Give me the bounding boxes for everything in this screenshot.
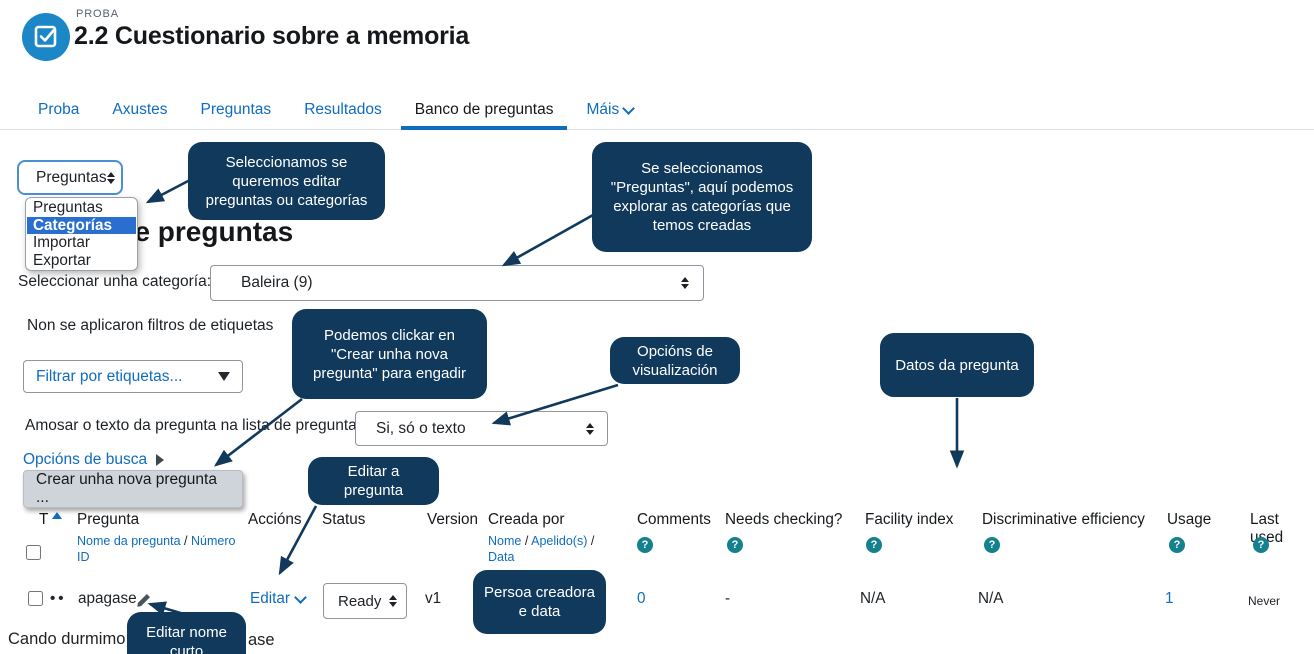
tag-filter-input[interactable]: Filtrar por etiquetas... [23, 360, 243, 393]
category-label: Seleccionar unha categoría: [18, 273, 212, 290]
search-options-link[interactable]: Opcións de busca [23, 451, 165, 469]
status-select-value: Ready [338, 592, 382, 610]
column-header-discriminative-efficiency: Discriminative efficiency [982, 511, 1145, 528]
facility-index-cell: N/A [860, 590, 886, 607]
callout-display-options: Opcións de visualización [610, 337, 740, 384]
menu-option-preguntas[interactable]: Preguntas [33, 199, 103, 216]
show-text-label: Amosar o texto da pregunta na lista de p… [25, 417, 365, 434]
tab-axustes[interactable]: Axustes [112, 101, 168, 118]
column-header-status: Status [322, 511, 366, 528]
show-text-select[interactable]: Si, só o texto [355, 411, 608, 446]
column-header-pregunta: Pregunta [77, 511, 140, 528]
chevron-down-icon [294, 591, 307, 604]
callout-question-data: Datos da pregunta [880, 333, 1034, 397]
pregunta-sort-links: Nome da pregunta / Número ID [77, 534, 236, 564]
page-title: 2.2 Cuestionario sobre a memoria [74, 22, 470, 50]
dropdown-arrow-icon [218, 372, 230, 381]
column-header-accions: Accións [248, 511, 302, 528]
status-select[interactable]: Ready [323, 583, 407, 619]
callout-categories: Se seleccionamos "Preguntas", aquí podem… [592, 142, 812, 252]
select-updown-icon [681, 277, 689, 289]
sort-by-name-link[interactable]: Nome da pregunta [77, 534, 181, 548]
edit-name-pencil-icon[interactable] [136, 591, 153, 608]
question-text-fragment: Cando durmimo [8, 630, 126, 648]
select-updown-icon [389, 595, 397, 607]
sort-by-date-link[interactable]: Data [488, 549, 515, 564]
last-used-cell: Never [1248, 594, 1281, 608]
select-all-checkbox[interactable] [26, 545, 41, 560]
discriminative-efficiency-cell: N/A [978, 590, 1004, 607]
help-icon[interactable]: ? [984, 537, 1000, 553]
create-question-button[interactable]: Crear unha nova pregunta ... [23, 470, 243, 508]
menu-option-categorias[interactable]: Categorías [27, 216, 136, 234]
help-icon[interactable]: ? [1169, 537, 1185, 553]
comments-count-link[interactable]: 0 [637, 590, 646, 607]
select-updown-icon [106, 171, 115, 184]
menu-option-importar[interactable]: Importar [33, 234, 90, 251]
callout-create-question: Podemos clickar en "Crear unha nova preg… [292, 309, 487, 399]
help-icon[interactable]: ? [637, 537, 653, 553]
callout-edit-short-name: Editar nome curto [127, 612, 246, 654]
tag-filter-placeholder: Filtrar por etiquetas... [36, 367, 183, 385]
needs-checking-cell: - [725, 590, 731, 607]
help-icon[interactable]: ? [866, 537, 882, 553]
tab-mais[interactable]: Máis [586, 91, 636, 129]
column-header-facility-index: Facility index [865, 511, 954, 528]
course-label: PROBA [76, 8, 119, 20]
help-icon[interactable]: ? [727, 537, 743, 553]
collapsed-arrow-icon [156, 454, 165, 466]
column-header-creada-por: Creada por [488, 511, 565, 528]
no-tag-filters-text: Non se aplicaron filtros de etiquetas [27, 317, 274, 334]
edit-action-link[interactable]: Editar [250, 590, 307, 608]
quiz-icon [22, 13, 70, 61]
column-header-usage: Usage [1167, 511, 1212, 528]
category-select[interactable]: Baleira (9) [210, 265, 704, 301]
mode-select[interactable]: Preguntas [17, 160, 123, 195]
column-header-version: Version [427, 511, 479, 528]
creada-sort-links: Nome / Apelido(s) / Data [488, 534, 595, 564]
question-name: apagase [78, 590, 137, 607]
sort-by-idnumber-link[interactable]: Número ID [77, 534, 236, 564]
column-header-type[interactable]: T [39, 511, 49, 528]
mode-select-menu: Preguntas Categorías Importar Exportar [25, 197, 138, 271]
menu-option-exportar[interactable]: Exportar [33, 251, 91, 269]
tab-bar: Proba Axustes Preguntas Resultados Banco… [0, 85, 1314, 130]
tab-proba[interactable]: Proba [38, 101, 80, 118]
usage-count-link[interactable]: 1 [1165, 590, 1174, 607]
version-cell: v1 [425, 590, 442, 607]
sort-by-surname-link[interactable]: Apelido(s) [531, 534, 588, 548]
chevron-down-icon [622, 102, 636, 115]
column-header-comments: Comments [637, 511, 711, 528]
mode-select-value: Preguntas [36, 168, 107, 186]
column-header-needs-checking: Needs checking? [725, 511, 843, 528]
tab-banco-de-preguntas[interactable]: Banco de preguntas [400, 91, 568, 130]
question-text-fragment: ase [248, 631, 275, 649]
tab-resultados[interactable]: Resultados [304, 101, 382, 118]
sort-by-firstname-link[interactable]: Nome [488, 534, 522, 548]
category-select-value: Baleira (9) [241, 274, 313, 291]
question-type-icon: •• [50, 590, 67, 607]
help-icon[interactable]: ? [1253, 537, 1269, 553]
row-checkbox[interactable] [28, 591, 43, 606]
callout-creator-date: Persoa creadora e data [473, 570, 606, 634]
callout-edit-question: Editar a pregunta [308, 457, 439, 505]
callout-select-mode: Seleccionamos se queremos editar pregunt… [188, 142, 385, 220]
select-updown-icon [586, 422, 594, 435]
sort-asc-icon[interactable] [52, 512, 62, 519]
show-text-select-value: Si, só o texto [376, 419, 466, 437]
tab-preguntas[interactable]: Preguntas [200, 101, 272, 118]
